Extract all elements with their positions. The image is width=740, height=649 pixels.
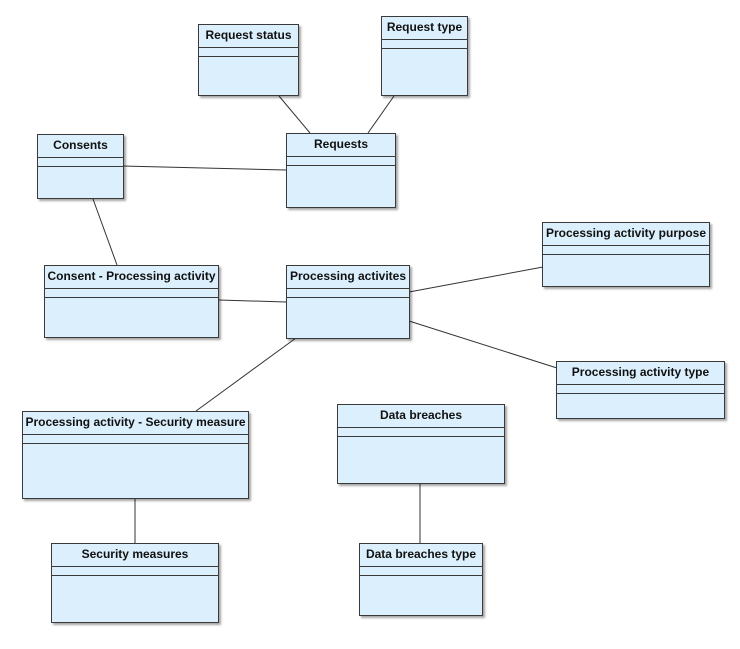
entity-attributes bbox=[382, 40, 467, 49]
entity-title: Consents bbox=[38, 135, 123, 158]
entity-title: Processing activites bbox=[287, 266, 409, 289]
entity-attributes bbox=[199, 48, 298, 57]
link-consents-requests bbox=[122, 165, 287, 171]
entity-title: Processing activity type bbox=[557, 362, 724, 385]
link-consents-consent-processing-activity bbox=[92, 198, 118, 266]
entity-attributes bbox=[543, 246, 709, 255]
entity-processing-activity-type[interactable]: Processing activity type bbox=[556, 361, 725, 419]
entity-title: Data breaches type bbox=[360, 544, 482, 567]
entity-title: Consent - Processing activity bbox=[45, 266, 218, 289]
entity-processing-activity-purpose[interactable]: Processing activity purpose bbox=[542, 222, 710, 287]
link-request-status-requests bbox=[278, 95, 311, 134]
entity-attributes bbox=[360, 567, 482, 576]
entity-data-breaches-type[interactable]: Data breaches type bbox=[359, 543, 483, 616]
entity-request-type[interactable]: Request type bbox=[381, 16, 468, 96]
entity-attributes bbox=[287, 157, 395, 166]
entity-processing-activity-security-measure[interactable]: Processing activity - Security measure bbox=[22, 411, 249, 499]
entity-requests[interactable]: Requests bbox=[286, 133, 396, 208]
entity-title: Security measures bbox=[52, 544, 218, 567]
entity-attributes bbox=[38, 158, 123, 167]
entity-attributes bbox=[52, 567, 218, 576]
entity-processing-activites[interactable]: Processing activites bbox=[286, 265, 410, 339]
entity-title: Requests bbox=[287, 134, 395, 157]
entity-title: Processing activity - Security measure bbox=[23, 412, 248, 435]
entity-title: Processing activity purpose bbox=[543, 223, 709, 246]
entity-attributes bbox=[287, 289, 409, 298]
link-processing-activites-purpose bbox=[408, 266, 544, 293]
link-processing-activites-type bbox=[408, 320, 558, 369]
entity-security-measures[interactable]: Security measures bbox=[51, 543, 219, 623]
entity-consents[interactable]: Consents bbox=[37, 134, 124, 199]
entity-title: Request status bbox=[199, 25, 298, 48]
link-consent-processing-activity-processing-activites bbox=[218, 299, 287, 303]
entity-data-breaches[interactable]: Data breaches bbox=[337, 404, 505, 484]
link-processing-activites-security-measure bbox=[195, 337, 297, 412]
entity-title: Request type bbox=[382, 17, 467, 40]
entity-attributes bbox=[557, 385, 724, 394]
entity-request-status[interactable]: Request status bbox=[198, 24, 299, 96]
entity-attributes bbox=[23, 435, 248, 444]
link-request-type-requests bbox=[367, 95, 395, 134]
entity-attributes bbox=[338, 428, 504, 437]
entity-attributes bbox=[45, 289, 218, 298]
entity-consent-processing-activity[interactable]: Consent - Processing activity bbox=[44, 265, 219, 338]
entity-title: Data breaches bbox=[338, 405, 504, 428]
